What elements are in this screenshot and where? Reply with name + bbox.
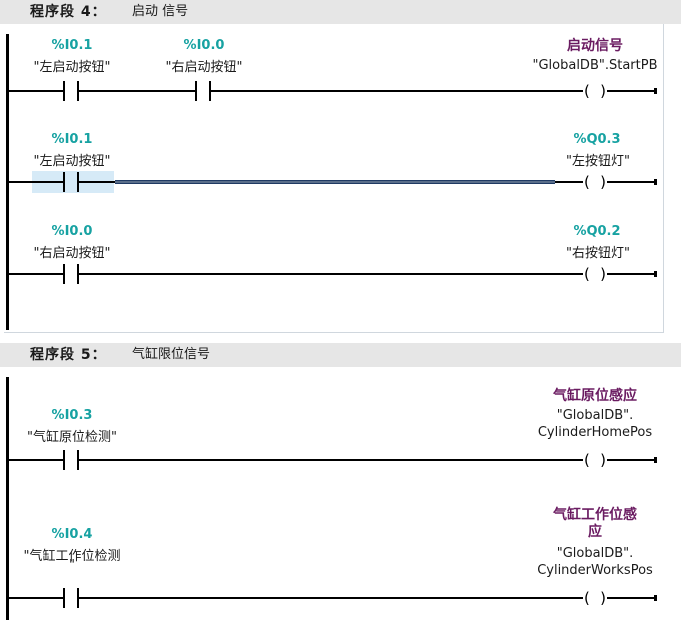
n5-rung2-contact1-tag-line2[interactable]: " [69,558,75,573]
coil-open-paren: ( [584,173,590,191]
coil-close-paren: ) [600,451,606,469]
rung2-contact1[interactable] [63,172,79,192]
coil-open-paren: ( [584,589,590,607]
rung3-wire [79,273,583,275]
n5-rung1-wire [9,459,64,461]
rung1-contact2-address[interactable]: %I0.0 [183,38,225,53]
n5-rung2-wire [9,597,64,599]
rung2-wire [607,181,654,183]
rung3-contact1[interactable] [63,264,79,284]
n5-rung2-wire [79,597,583,599]
rung3-contact1-address[interactable]: %I0.0 [51,224,93,239]
coil-open-paren: ( [584,265,590,283]
rung3-wire [9,273,64,275]
n5-rung2-coil-tag-line2[interactable]: CylinderWorksPos [537,563,653,578]
n5-rung2-contact1-tag-line1[interactable]: "气缸工作位检测 [23,549,121,564]
rung1-coil[interactable]: ( ) [583,81,607,101]
rung3-wire [607,273,654,275]
n5-rung1-wire [79,459,583,461]
n5-rung1-wire-end [654,457,657,463]
rung1-contact2[interactable] [195,81,211,101]
rung1-contact2-tag[interactable]: "右启动按钮" [165,60,243,75]
power-rail [6,377,9,620]
n5-rung2-contact1[interactable] [63,588,79,608]
power-rail [6,34,9,330]
rung2-contact1-tag[interactable]: "左启动按钮" [33,154,111,169]
network-5-body: %I0.3 "气缸原位检测" 气缸原位感应 "GlobalDB". Cylind… [0,367,681,620]
rung3-coil[interactable]: ( ) [583,264,607,284]
rung2-wire-end [654,179,657,185]
coil-close-paren: ) [600,82,606,100]
rung2-selected-wire[interactable] [115,180,555,184]
n5-rung2-contact1-address[interactable]: %I0.4 [51,527,93,542]
n5-rung2-coil[interactable]: ( ) [583,588,607,608]
n5-rung1-coil-name[interactable]: 气缸原位感应 [553,388,637,404]
n5-rung1-contact1-address[interactable]: %I0.3 [51,408,93,423]
n5-rung1-coil-tag-line2[interactable]: CylinderHomePos [537,425,653,440]
rung2-contact1-selection [32,171,114,193]
n5-rung1-contact1[interactable] [63,450,79,470]
rung2-wire [9,181,32,183]
n5-rung2-wire [607,597,654,599]
rung1-coil-tag[interactable]: "GlobalDB".StartPB [532,58,658,73]
rung2-contact1-address[interactable]: %I0.1 [51,132,93,147]
rung3-coil-tag[interactable]: "右按钮灯" [566,246,630,261]
rung1-wire-end [654,88,657,94]
coil-close-paren: ) [600,589,606,607]
network-5-header[interactable]: 程序段 5： 气缸限位信号 [0,343,681,367]
rung2-coil-address[interactable]: %Q0.3 [573,132,621,147]
n5-rung1-coil[interactable]: ( ) [583,450,607,470]
rung3-coil-address[interactable]: %Q0.2 [573,224,621,239]
coil-close-paren: ) [600,265,606,283]
rung2-wire [555,181,583,183]
rung1-contact1[interactable] [63,81,79,101]
n5-rung1-contact1-tag[interactable]: "气缸原位检测" [27,430,117,445]
rung2-coil-tag[interactable]: "左按钮灯" [566,154,630,169]
network-4-title[interactable]: 启动 信号 [132,4,189,19]
rung1-coil-name[interactable]: 启动信号 [567,38,623,54]
network-4-header[interactable]: 程序段 4： 启动 信号 [0,0,681,24]
network-5-title[interactable]: 气缸限位信号 [132,347,211,362]
rung1-wire [79,90,195,92]
network-5-number: 程序段 5： [30,347,107,363]
n5-rung2-coil-name-line2[interactable]: 应 [588,524,602,540]
n5-rung1-coil-tag-line1[interactable]: "GlobalDB". [556,408,634,423]
network-4-number: 程序段 4： [30,4,107,20]
coil-close-paren: ) [600,173,606,191]
rung3-wire-end [654,271,657,277]
network-4-body: %I0.1 "左启动按钮" %I0.0 "右启动按钮" 启动信号 "Global… [0,24,681,334]
rung2-coil[interactable]: ( ) [583,172,607,192]
n5-rung2-coil-name-line1[interactable]: 气缸工作位感 [553,507,637,523]
rung3-contact1-tag[interactable]: "右启动按钮" [33,246,111,261]
n5-rung2-wire-end [654,595,657,601]
rung2-wire [32,181,64,183]
rung1-wire [211,90,583,92]
rung1-contact1-address[interactable]: %I0.1 [51,38,93,53]
rung1-wire [9,90,64,92]
coil-open-paren: ( [584,82,590,100]
n5-rung2-coil-tag-line1[interactable]: "GlobalDB". [556,546,634,561]
rung1-wire [607,90,654,92]
network-4-panel [4,24,664,333]
rung1-contact1-tag[interactable]: "左启动按钮" [33,60,111,75]
coil-open-paren: ( [584,451,590,469]
n5-rung1-wire [607,459,654,461]
rung2-wire [79,181,115,183]
